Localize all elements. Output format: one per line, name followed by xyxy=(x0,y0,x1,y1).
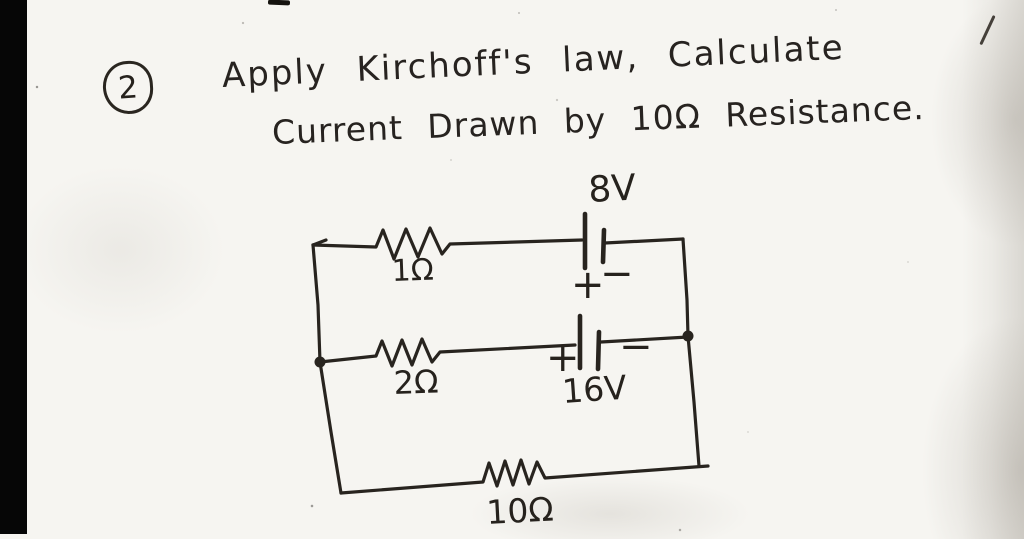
resistor-10-ohm-label: 10Ω xyxy=(485,490,554,532)
resistor-2-ohm-label: 2Ω xyxy=(393,362,439,402)
battery-16v-label: 16V xyxy=(561,368,629,411)
wire-bottom-branch-with-resistor xyxy=(339,458,710,495)
battery-8v-minus-sign: − xyxy=(600,251,634,297)
wire-top-branch-with-resistor xyxy=(311,226,584,261)
node-right-junction xyxy=(682,330,694,342)
battery-16v-short-plate xyxy=(595,329,602,372)
battery-16v-minus-sign: − xyxy=(619,324,653,370)
wire-top-right xyxy=(603,237,685,245)
wire-left-vertical xyxy=(311,243,343,495)
battery-8v-label: 8V xyxy=(587,168,637,211)
resistor-1-ohm-label: 1Ω xyxy=(391,253,434,289)
film-strip-edge xyxy=(0,0,27,534)
wire-middle-branch-with-resistor xyxy=(318,337,577,368)
wire-right-vertical xyxy=(681,237,701,468)
node-left-junction xyxy=(314,356,326,368)
corner-arrow-tick xyxy=(311,238,328,247)
battery-8v-plus-sign: + xyxy=(571,262,605,308)
battery-8v-short-plate xyxy=(600,227,607,265)
battery-16v-plus-sign: + xyxy=(546,335,580,381)
wire-middle-right xyxy=(599,335,690,344)
